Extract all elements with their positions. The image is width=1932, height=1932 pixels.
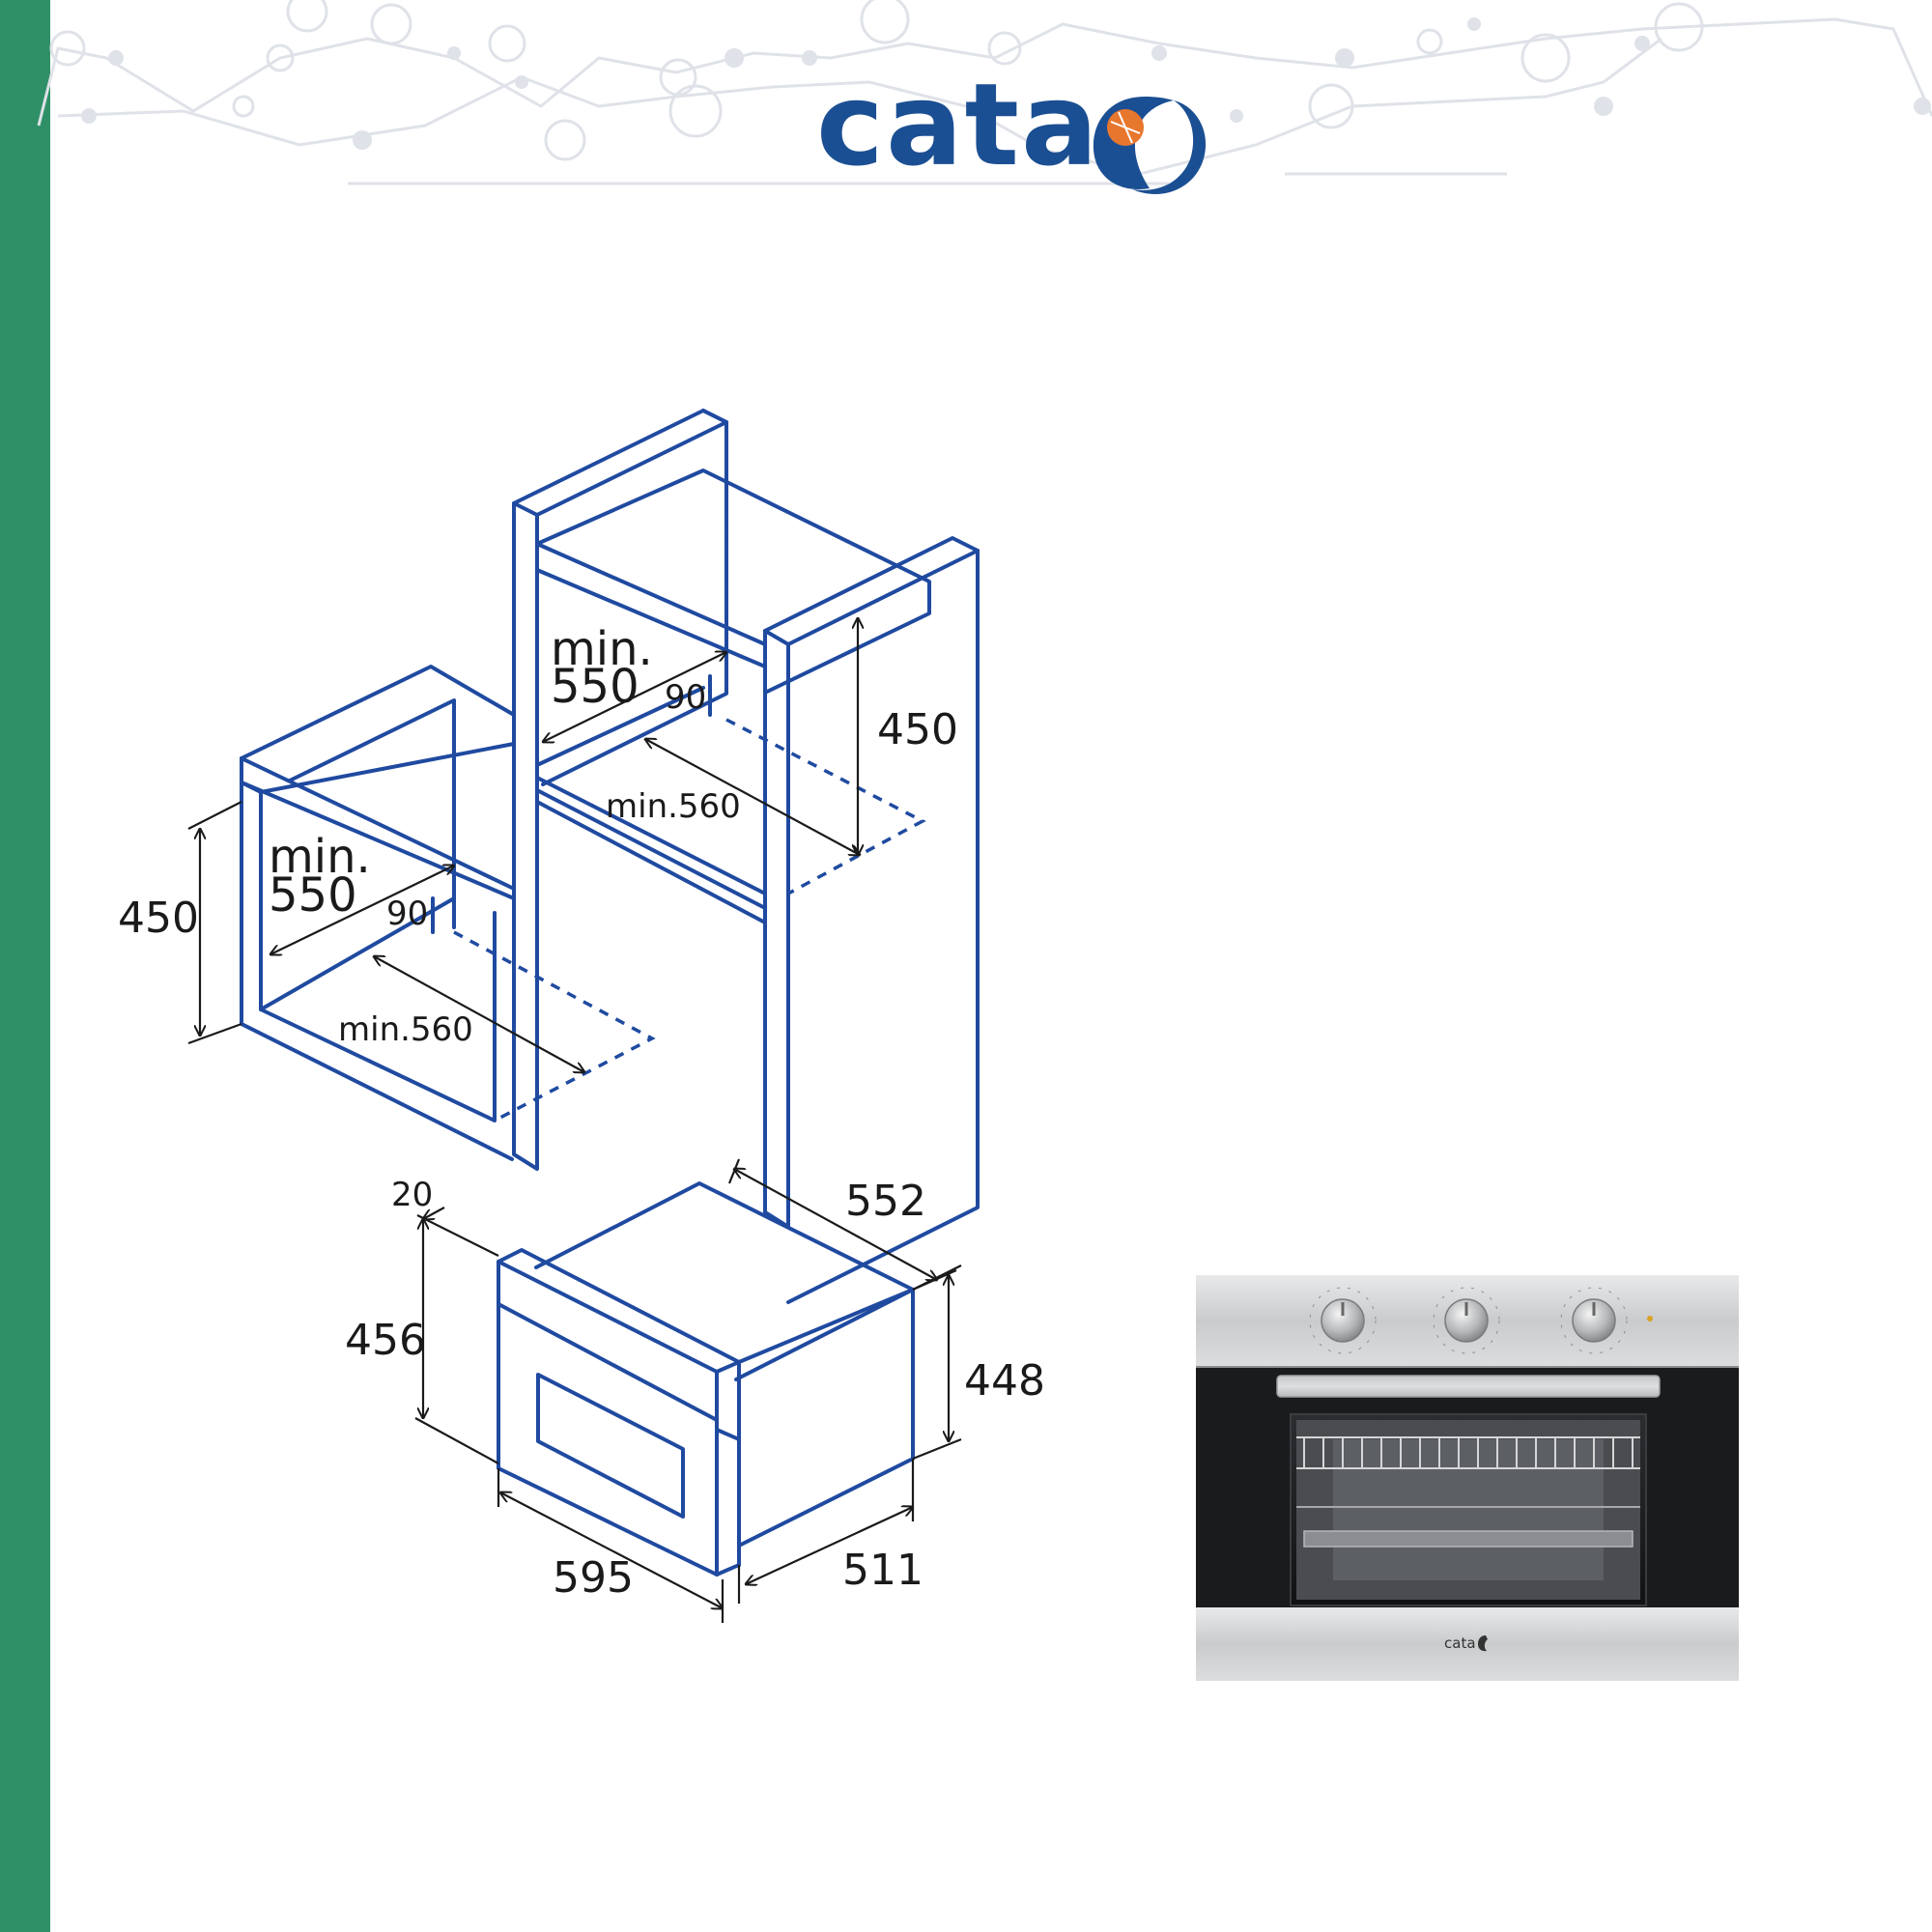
dimension-labels: min. 550 90 min.560 450 min. 550 90 min.…: [118, 622, 1045, 1603]
oven-product-photo: cata: [1196, 1275, 1739, 1681]
lower-gap-label: 90: [386, 895, 428, 933]
upper-width-label: min.560: [606, 787, 741, 826]
lower-depth-label-line1: min.: [269, 830, 371, 884]
timer-knob-icon: [1433, 1287, 1500, 1354]
oven-body-depth-label: 511: [842, 1546, 923, 1595]
lower-width-label: min.560: [338, 1010, 473, 1049]
baking-tray: [1303, 1530, 1634, 1548]
door-handle: [1276, 1375, 1661, 1398]
lower-height-label: 450: [118, 894, 199, 943]
dimension-lines: [187, 618, 962, 1623]
oven-outline-drawing: [497, 1181, 915, 1577]
brand-wordmark: cata: [816, 58, 1100, 191]
logo-mark-icon: [1093, 97, 1207, 194]
upper-cabinet-drawing: [512, 409, 980, 1304]
upper-height-label: 450: [877, 705, 958, 754]
oven-total-depth-label: 552: [845, 1177, 926, 1226]
oven-brand-label: cata: [1444, 1634, 1476, 1652]
indicator-light-icon: [1647, 1316, 1653, 1321]
side-accent-bar: [0, 0, 50, 1932]
upper-gap-label: 90: [665, 678, 706, 717]
cata-logo: cata: [816, 58, 1207, 194]
circuit-pattern-decoration: [37, 0, 1932, 185]
lower-depth-label-line2: 550: [269, 868, 357, 923]
oven-front-width-label: 595: [553, 1553, 634, 1603]
oven-frame-label: 20: [391, 1176, 433, 1214]
temperature-knob-icon: [1560, 1287, 1628, 1354]
upper-depth-label-line1: min.: [551, 622, 653, 676]
oven-front-height-label: 456: [345, 1316, 426, 1365]
wire-rack: [1296, 1436, 1640, 1469]
oven-logo-mark-icon: [1478, 1635, 1488, 1652]
upper-depth-label-line2: 550: [551, 660, 639, 714]
oven-bottom-panel: [1196, 1607, 1739, 1681]
function-knob-icon: [1309, 1287, 1377, 1354]
oven-body-height-label: 448: [964, 1356, 1045, 1406]
